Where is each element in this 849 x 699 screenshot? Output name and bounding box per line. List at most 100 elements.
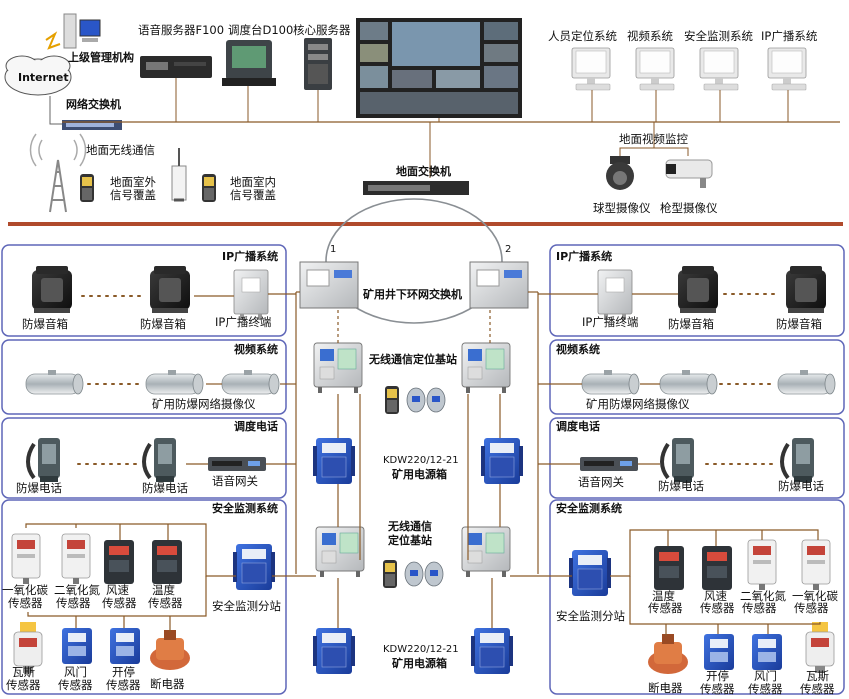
left-substation [232,543,276,591]
right-sensor-temp [654,546,684,590]
left-phone-1 [26,436,62,484]
right-s-co2-2: 传感器 [742,601,777,615]
right-s-wind-1: 风速 [704,589,727,603]
left-s-wind-2: 传感器 [102,596,137,610]
voice-server-label: 语音服务器F100 [138,23,224,37]
outdoor-device [80,174,94,202]
power-box-2-right [470,627,514,675]
indoor-cov-1: 地面室内 [230,175,276,189]
right-ip-speaker-2 [786,266,826,313]
bullet-camera [665,159,713,188]
left-s-gas-1: 瓦斯 [12,665,35,679]
right-s-temp-1: 温度 [652,589,675,603]
left-breaker [150,630,190,670]
base-station-1-label: 无线通信定位基站 [368,352,457,366]
right-s-door-1: 风门 [754,669,777,683]
left-safety-panel [1,499,287,695]
left-cam-1 [25,369,84,395]
dispatch-console [222,40,276,86]
left-s-door-1: 风门 [64,665,87,679]
right-phone-panel [549,417,845,499]
dome-camera [606,156,634,190]
right-safety-title: 安全监测系统 [556,501,622,515]
left-s-temp-2: 传感器 [148,596,183,610]
left-s-co-1: 一氧化碳 [2,583,48,597]
net-switch-device [62,120,122,130]
left-s-breaker: 断电器 [150,677,185,691]
left-safety-title: 安全监测系统 [212,501,278,515]
power-name-1: 矿用电源箱 [392,467,447,481]
right-cam-2 [659,369,718,395]
indoor-device [202,174,216,202]
right-breaker [648,634,688,674]
left-sensor-door [62,628,92,664]
power-box-1-left [312,437,356,485]
left-phone-2-label: 防爆电话 [142,481,188,495]
right-safety-panel [549,499,845,695]
right-phone-title: 调度电话 [556,419,600,433]
left-ip-speaker-2-label: 防爆音箱 [140,317,186,331]
power-name-2: 矿用电源箱 [392,656,447,670]
ring-switch-right [469,261,529,309]
right-ip-panel [549,244,845,337]
left-sensor-co [11,533,41,585]
internet-cloud: Internet [4,55,72,96]
right-ip-terminal [597,269,633,321]
left-phone-2 [142,436,178,484]
dispatch-label: 调度台D100 [228,23,293,37]
power-box-2-left [312,627,356,675]
left-voice-gw [208,457,266,471]
radio-tower [29,133,87,213]
right-sensor-wind [702,546,732,590]
right-substation [568,549,612,597]
tag-2b [424,561,444,587]
left-s-wind-1: 风速 [106,583,129,597]
right-ip-title: IP广播系统 [556,249,612,263]
left-phone-1-label: 防爆电话 [16,481,62,495]
left-video-cam-label: 矿用防爆网络摄像仪 [152,397,256,411]
left-s-door-2: 传感器 [58,678,93,692]
ring-switch-left [299,261,359,309]
upper-org-pc [45,13,101,50]
right-substation-label: 安全监测分站 [556,609,625,623]
power-box-1-right [480,437,524,485]
left-s-co2-2: 传感器 [56,596,91,610]
left-sensor-temp [152,540,182,584]
outdoor-cov-2: 信号覆盖 [110,188,156,202]
ring-switch-label: 矿用井下环网交换机 [363,287,462,301]
core-server-label: 核心服务器 [293,23,351,37]
left-sensor-onoff [110,628,140,664]
right-video-panel [549,339,845,415]
right-s-onoff-2: 传感器 [700,682,735,696]
surface-wireless-label: 地面无线通信 [86,143,155,157]
power-model-2: KDW220/12-21 [383,644,459,655]
left-substation-label: 安全监测分站 [212,599,281,613]
left-ip-speaker-2 [150,266,190,313]
right-ip-speaker-1 [678,266,718,313]
left-ip-speaker-1 [32,266,72,313]
right-s-co2-1: 二氧化氮 [740,589,786,603]
right-video-title: 视频系统 [556,342,600,356]
handheld-1 [385,386,399,414]
right-sensor-co [801,539,831,591]
right-phone-2 [780,436,816,484]
left-video-panel [1,339,287,415]
left-s-onoff-1: 开停 [112,665,135,679]
base-station-2-right [461,526,511,578]
right-sensor-onoff [704,634,734,670]
right-s-door-2: 传感器 [748,682,783,696]
right-ip-terminal-label: IP广播终端 [582,315,638,329]
left-video-title: 视频系统 [234,342,278,356]
tag-1a [406,387,426,413]
right-ip-speaker-2-label: 防爆音箱 [776,317,822,331]
surface-switch-device [363,181,469,195]
right-cam-1 [581,369,640,395]
right-phone-1 [660,436,696,484]
pc-safety [699,47,739,91]
ring-no-1: 1 [330,244,336,255]
outdoor-ap [171,148,187,202]
left-s-onoff-2: 传感器 [106,678,141,692]
right-s-wind-2: 传感器 [700,601,735,615]
bullet-cam-label: 枪型摄像仪 [660,201,718,215]
base-station-2-left [315,526,365,578]
